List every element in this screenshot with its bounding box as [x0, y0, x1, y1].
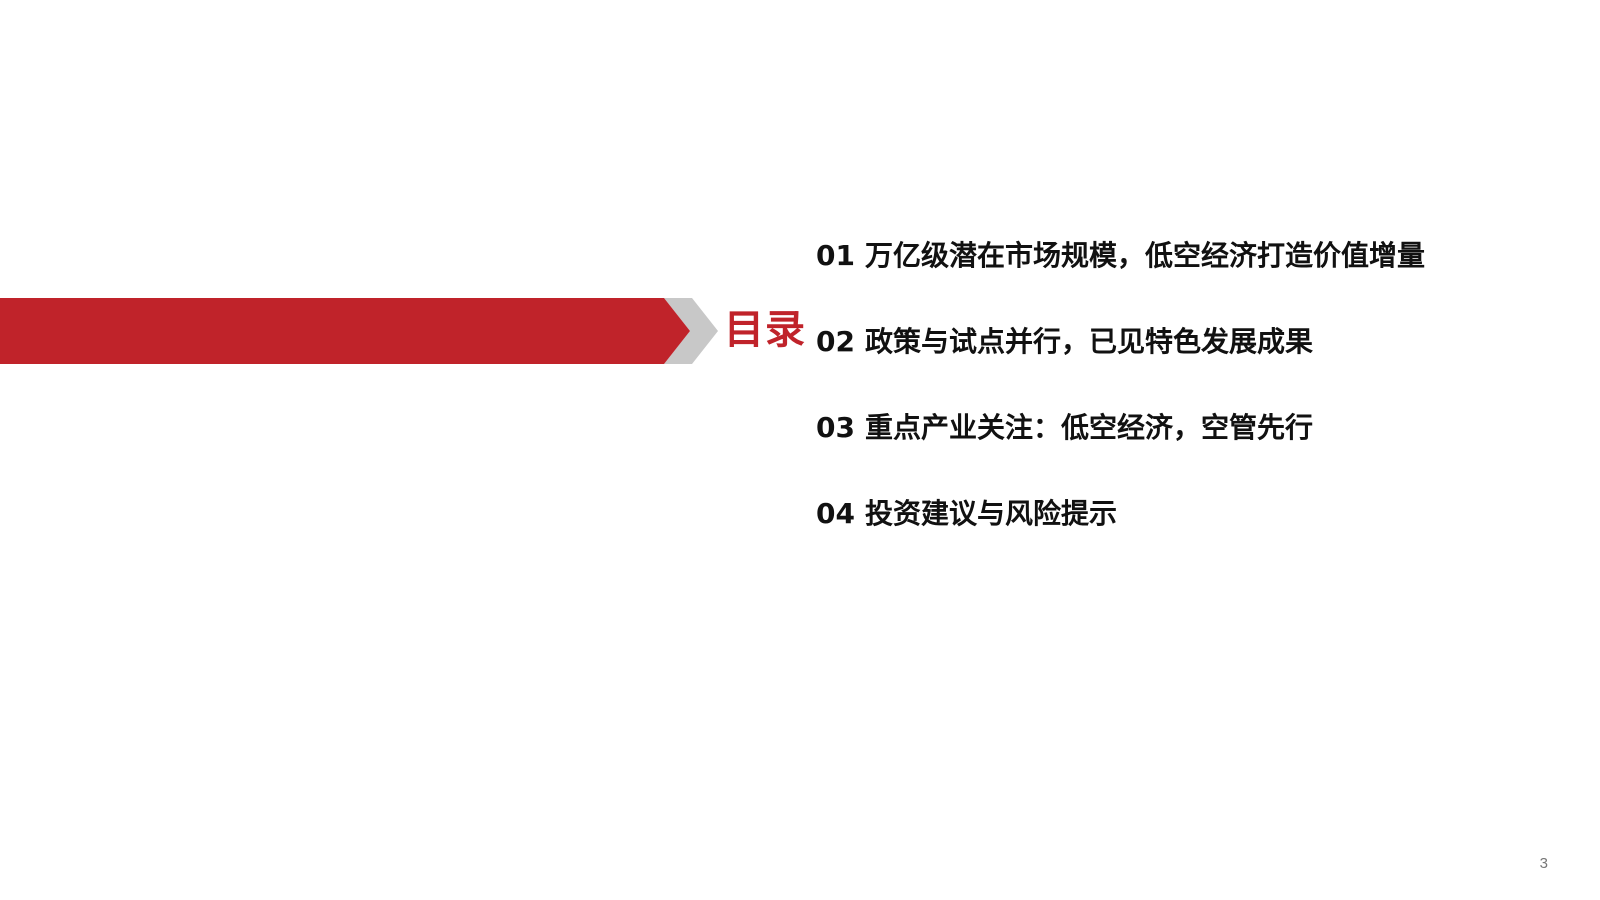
banner-chevron-shadow [664, 298, 718, 364]
toc-item-label: 万亿级潜在市场规模，低空经济打造价值增量 [864, 239, 1425, 272]
toc-item-label: 投资建议与风险提示 [864, 497, 1117, 530]
toc-item-number: 01 [816, 239, 855, 272]
toc-item-number: 03 [816, 411, 855, 444]
toc-item-01[interactable]: 01 万亿级潜在市场规模，低空经济打造价值增量 [816, 236, 1425, 322]
banner-red-bar [0, 298, 690, 364]
toc-item-number: 02 [816, 325, 855, 358]
toc-item-label: 政策与试点并行，已见特色发展成果 [864, 325, 1313, 358]
toc-item-04[interactable]: 04 投资建议与风险提示 [816, 494, 1425, 580]
toc-item-03[interactable]: 03 重点产业关注：低空经济，空管先行 [816, 408, 1425, 494]
banner-arrow [0, 298, 718, 364]
toc-item-number: 04 [816, 497, 855, 530]
toc-item-label: 重点产业关注：低空经济，空管先行 [864, 411, 1313, 444]
toc-list: 01 万亿级潜在市场规模，低空经济打造价值增量 02 政策与试点并行，已见特色发展成… [816, 236, 1425, 580]
page-number: 3 [1539, 855, 1548, 872]
toc-title: 目录 [724, 307, 806, 353]
toc-item-02[interactable]: 02 政策与试点并行，已见特色发展成果 [816, 322, 1425, 408]
